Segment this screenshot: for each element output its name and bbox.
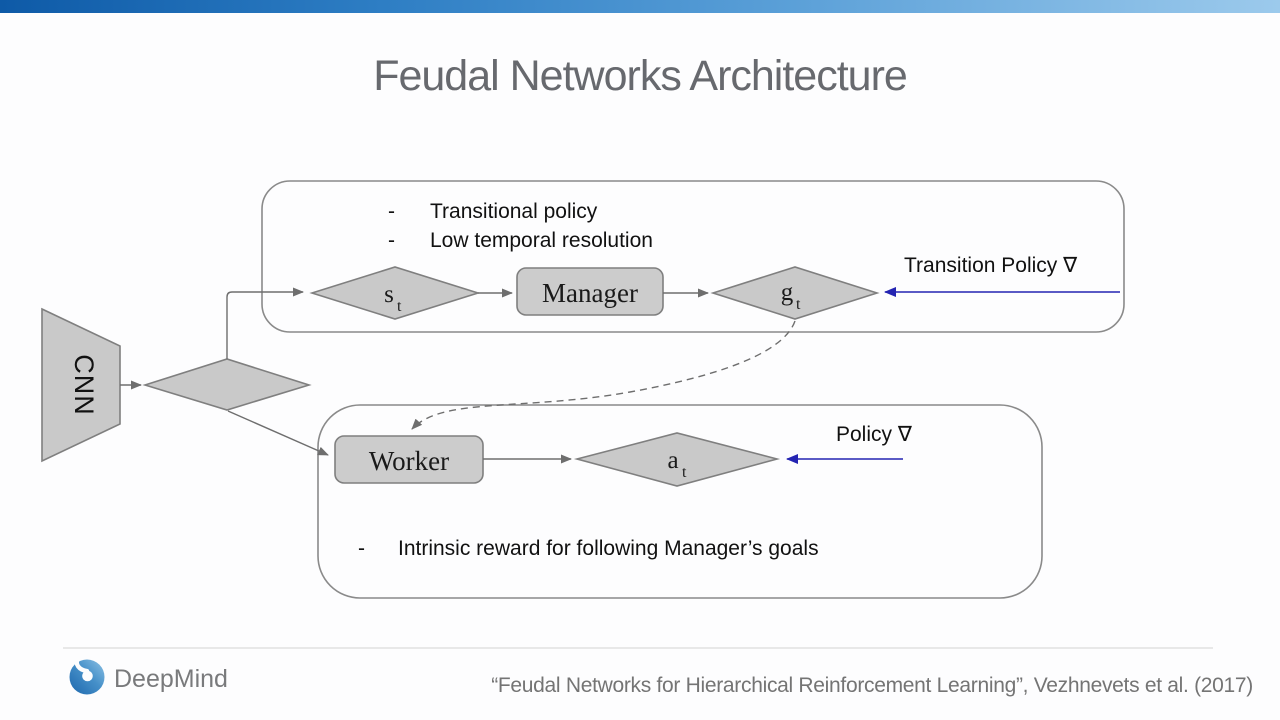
- goal-node-diamond: [710, 266, 880, 320]
- manager-container: [261, 180, 1125, 333]
- policy-gradient-label: Policy ∇: [836, 423, 913, 446]
- citation: “Feudal Networks for Hierarchical Reinfo…: [491, 674, 1253, 697]
- worker-label: Worker: [369, 446, 449, 476]
- goal-node-subscript: t: [796, 296, 801, 313]
- action-node-diamond: [573, 432, 781, 487]
- bullet-transitional-policy: Transitional policy: [430, 200, 598, 223]
- bullet-low-temporal-resolution: Low temporal resolution: [430, 229, 653, 252]
- manager-label: Manager: [542, 278, 638, 308]
- split-to-worker-connector: [227, 410, 329, 456]
- brand-name: DeepMind: [114, 665, 228, 693]
- goal-to-worker-dashed-arrow: [411, 320, 796, 430]
- action-node-symbol: a: [667, 447, 678, 474]
- deepmind-logo-icon: [69, 656, 105, 695]
- bullet-marker: -: [358, 537, 365, 560]
- cnn-label: CNN: [69, 354, 99, 416]
- bullet-marker: -: [388, 229, 395, 252]
- transition-policy-gradient-label: Transition Policy ∇: [904, 254, 1078, 277]
- state-node-diamond: [309, 266, 481, 320]
- manager-node: [516, 267, 664, 316]
- state-node-symbol: s: [384, 281, 394, 308]
- split-to-state-connector: [226, 287, 304, 359]
- goal-node-symbol: g: [781, 279, 794, 306]
- bullet-marker: -: [388, 200, 395, 223]
- split-diamond: [142, 358, 312, 411]
- bullet-intrinsic-reward: Intrinsic reward for following Manager’s…: [398, 537, 819, 560]
- worker-container: [317, 404, 1043, 599]
- page-title: Feudal Networks Architecture: [373, 52, 908, 100]
- cnn-block: [41, 307, 121, 463]
- state-node-subscript: t: [397, 298, 402, 315]
- action-node-subscript: t: [682, 464, 687, 481]
- top-accent-bar: [0, 0, 1280, 13]
